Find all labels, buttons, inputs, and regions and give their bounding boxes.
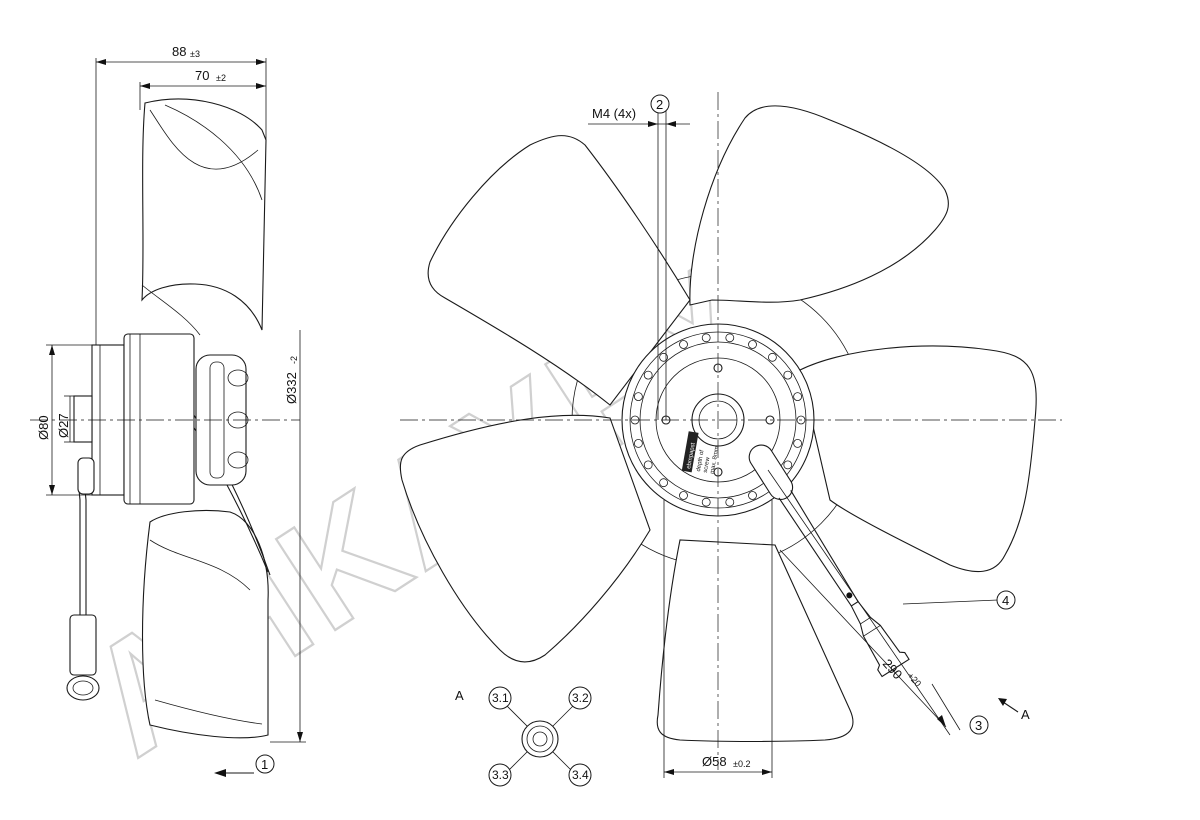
side-shaft [73, 395, 93, 443]
view-a-title: A [455, 688, 464, 703]
hub-vent-slot [634, 438, 643, 448]
side-lower-blade [141, 509, 269, 739]
side-upper-blade [141, 98, 267, 331]
hub-vent-slot [701, 497, 711, 507]
hub-vent-slot [659, 478, 668, 488]
callout-3-4-label: 3.4 [572, 768, 589, 782]
callout-3 [969, 715, 989, 735]
front-hub-slots [630, 333, 806, 507]
dim-blade-depth-tol: ±2 [216, 73, 226, 83]
hub-vent-slot [679, 340, 688, 349]
front-cable [748, 444, 910, 678]
dim-mount-thread: M4 (4x) [592, 106, 636, 121]
front-blade-top [689, 105, 949, 306]
hub-label-line-1: depth of [696, 449, 706, 472]
hub-vent-slot [725, 497, 735, 507]
hub-vent-slot [679, 491, 688, 500]
side-hub-body [123, 333, 195, 505]
hub-vent-slot [748, 340, 757, 349]
hub-label-line-2: screw [703, 456, 712, 473]
dim-blade-depth: 70 [195, 68, 209, 83]
callout-3-4 [568, 763, 592, 787]
callout-1 [255, 754, 275, 774]
callout-2 [650, 94, 670, 114]
dim-overall-depth-tol: ±3 [190, 49, 200, 59]
hub-label-line-3: max. 8mm [710, 446, 721, 475]
hub-vent-slot [643, 460, 653, 470]
callout-4-label: 4 [1002, 593, 1009, 608]
hub-vent-slot [725, 333, 735, 343]
dim-shaft-diameter: Ø27 [56, 413, 71, 438]
callout-1-label: 1 [261, 757, 268, 772]
hub-vent-slot [796, 415, 806, 425]
callout-2-label: 2 [656, 97, 663, 112]
callout-3-1-label: 3.1 [492, 691, 509, 705]
hub-vent-slot [659, 352, 668, 362]
hub-vent-slot [768, 352, 777, 362]
hub-vent-slot [793, 392, 802, 402]
detail-view-a: A 3.1 3.2 3.3 3.4 [455, 686, 592, 787]
hub-vent-slot [643, 370, 653, 380]
dim-fan-diameter: Ø332 [284, 372, 299, 404]
dim-bolt-circle: Ø58 [702, 754, 727, 769]
hub-vent-slot [701, 333, 711, 343]
dim-overall-depth: 88 [172, 44, 186, 59]
dim-bolt-circle-tol: ±0.2 [733, 759, 750, 769]
callout-3-3 [488, 763, 512, 787]
hub-vent-slot [783, 460, 793, 470]
view-a-arrow-label: A [1021, 707, 1030, 722]
hub-vent-slot [634, 392, 643, 402]
hub-vent-slot [793, 438, 802, 448]
dim-cable-length-tol: +20 [906, 671, 924, 689]
hub-vent-slot [748, 491, 757, 500]
hub-brand: ebmpapst [686, 442, 697, 469]
front-blade-left [399, 414, 651, 663]
front-view: ebmpapst depth of screw max. 8mm M4 (4x)… [399, 92, 1062, 778]
callout-3-2-label: 3.2 [572, 691, 589, 705]
connector-face-outer [521, 720, 559, 758]
callout-3-3-label: 3.3 [492, 768, 509, 782]
callout-3-2 [568, 686, 592, 710]
front-blade-right [799, 345, 1037, 573]
dim-fan-diameter-tol: -2 [289, 356, 299, 364]
front-blade-bottom [656, 539, 854, 743]
side-view: 88 ±3 70 ±2 Ø80 Ø27 Ø332 -2 1 [30, 44, 306, 777]
hub-vent-slot [783, 370, 793, 380]
dim-hub-diameter: Ø80 [36, 415, 51, 440]
hub-label: ebmpapst depth of screw max. 8mm [681, 431, 721, 475]
callout-3-1 [488, 686, 512, 710]
side-connector [69, 614, 97, 676]
callout-3-label: 3 [975, 718, 982, 733]
callout-4 [996, 590, 1016, 610]
front-blade-upper-left [427, 135, 691, 406]
